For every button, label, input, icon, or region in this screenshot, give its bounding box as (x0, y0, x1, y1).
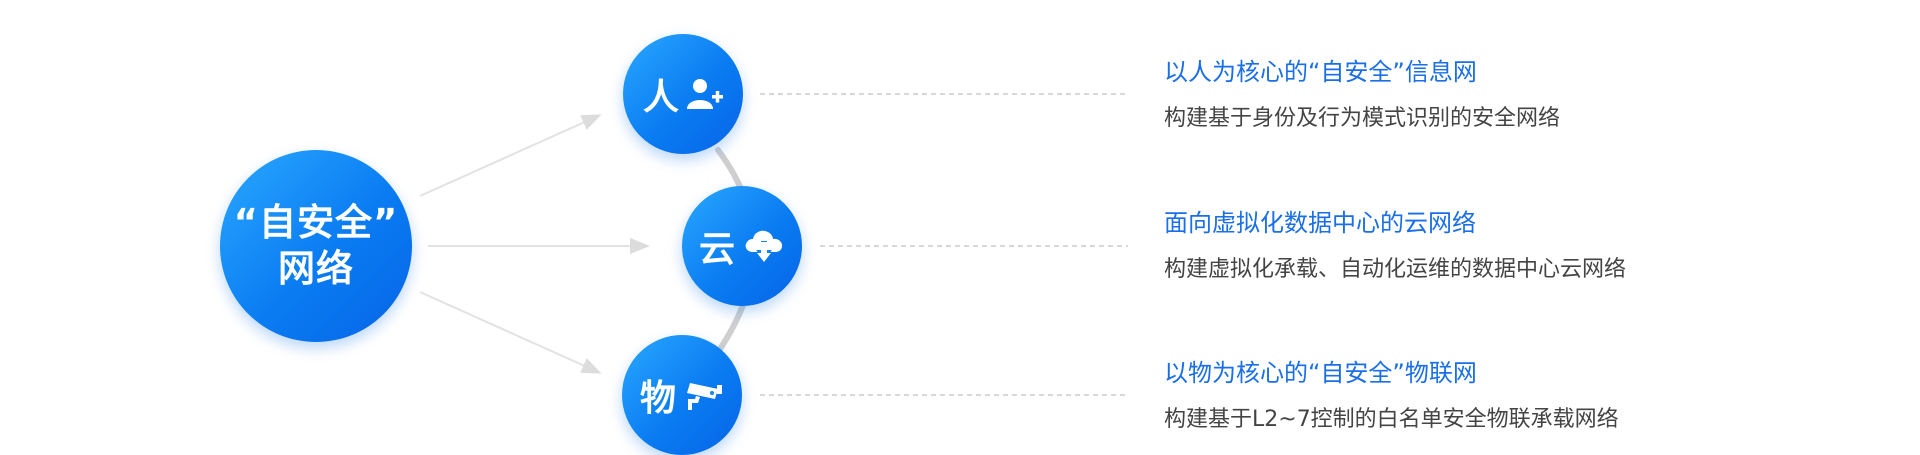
item-things-description: 构建基于L2~7控制的白名单安全物联承载网络 (1164, 407, 1619, 432)
node-things-label: 物 (639, 378, 676, 419)
cloud-download-icon (743, 228, 785, 264)
center-title-line1: “自安全” (233, 201, 399, 244)
item-cloud-title: 面向虚拟化数据中心的云网络 (1164, 209, 1476, 237)
node-people: 人 (623, 34, 743, 154)
item-people-title: 以人为核心的“自安全”信息网 (1164, 58, 1477, 86)
item-things-title: 以物为核心的“自安全”物联网 (1164, 359, 1477, 387)
item-people-description: 构建基于身份及行为模式识别的安全网络 (1164, 106, 1561, 131)
arrow-to-things (419, 291, 602, 374)
node-things: 物 (622, 335, 742, 455)
user-add-icon (687, 78, 723, 110)
arrow-to-people (419, 114, 602, 197)
item-cloud-description: 构建虚拟化承载、自动化运维的数据中心云网络 (1164, 257, 1627, 282)
self-security-network-circle: “自安全” 网络 (220, 150, 412, 342)
center-title-line2: 网络 (278, 247, 354, 290)
node-people-label: 人 (642, 77, 679, 118)
node-cloud: 云 (682, 186, 802, 306)
security-camera-icon (684, 379, 724, 411)
node-cloud-label: 云 (698, 229, 735, 270)
